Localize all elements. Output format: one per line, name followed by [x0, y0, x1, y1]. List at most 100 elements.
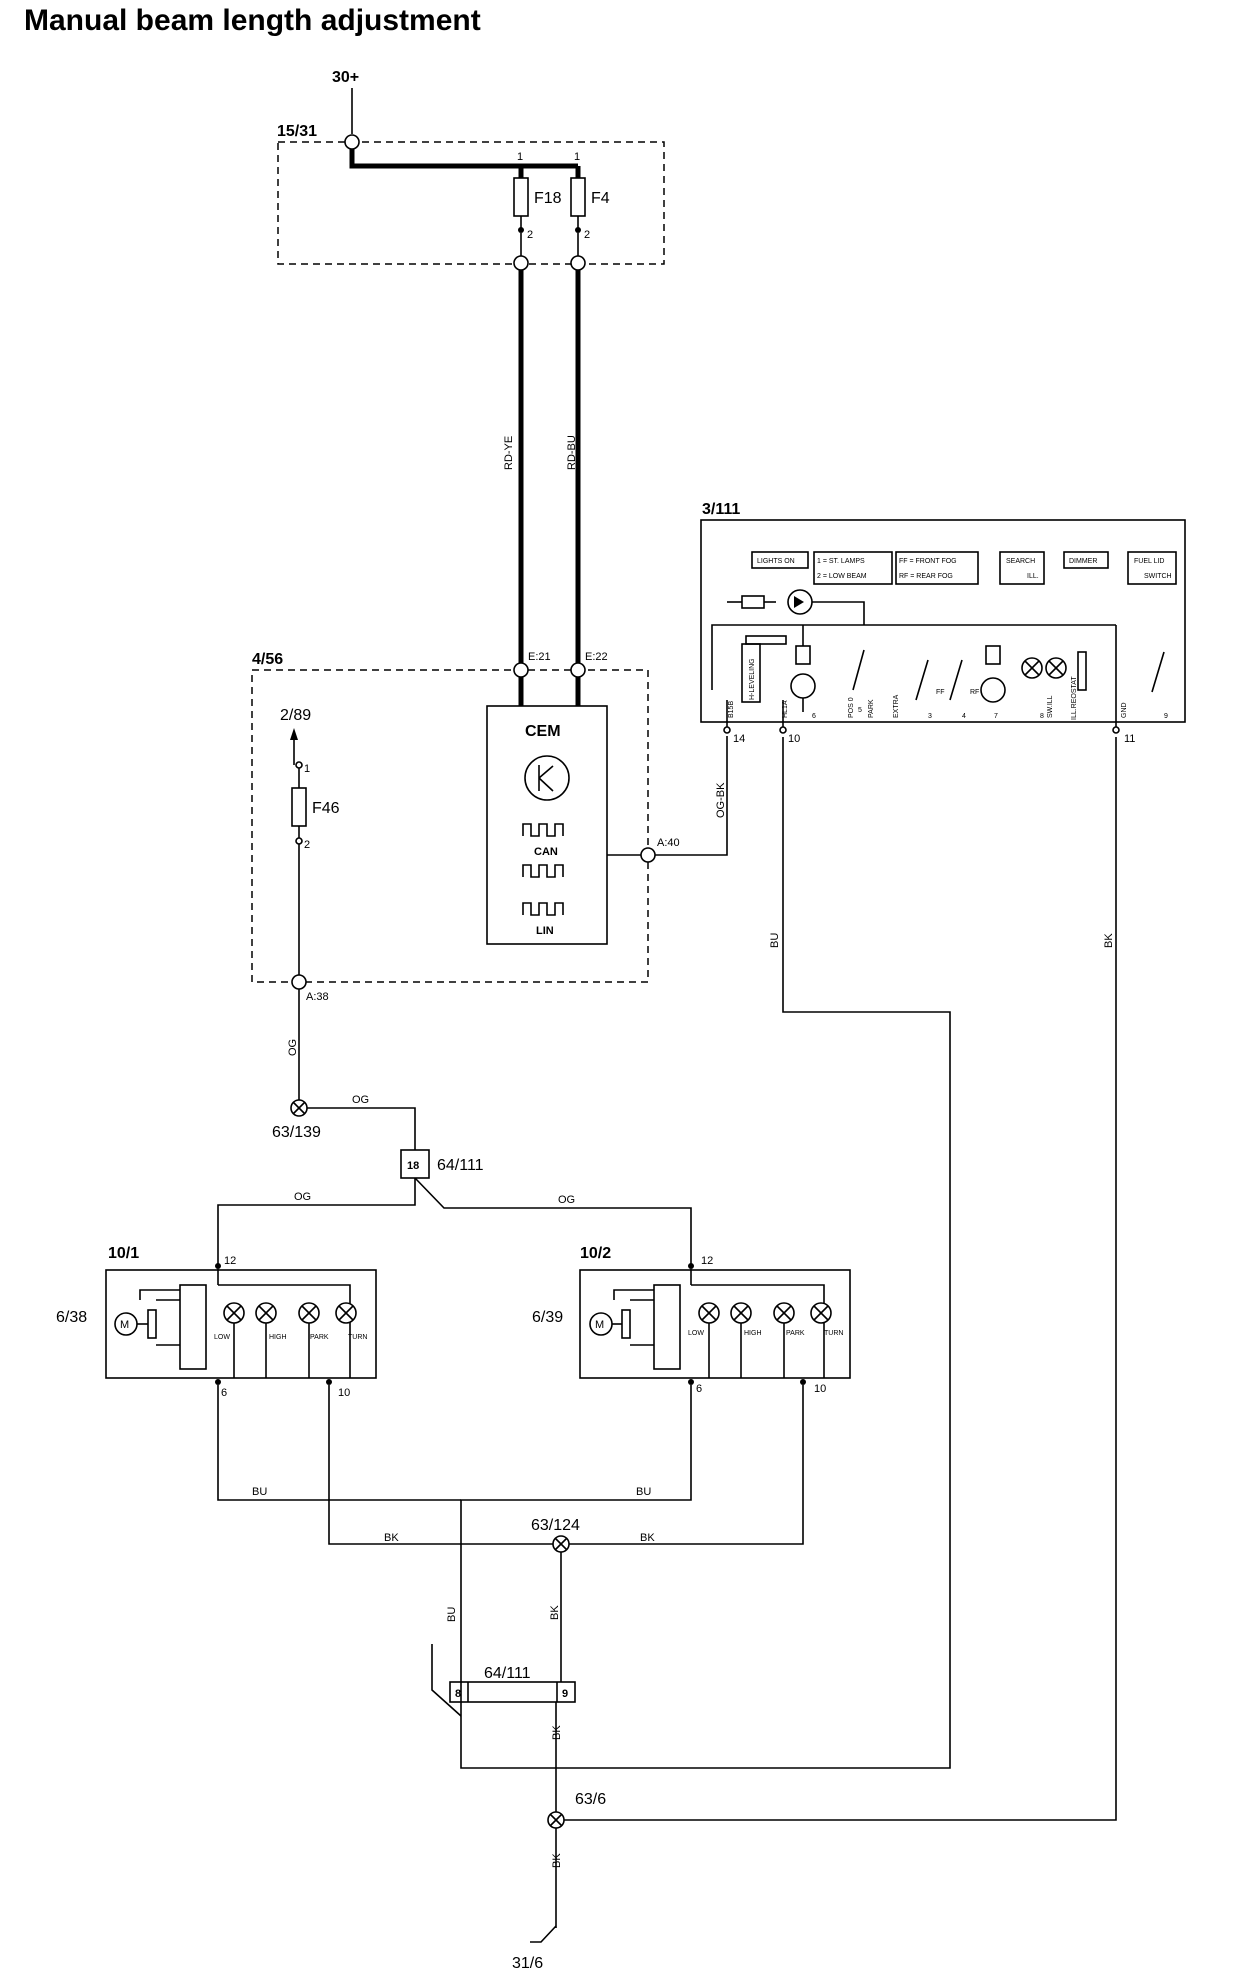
- inner-pos0: POS 0: [848, 697, 855, 718]
- switch-h-level-module: [741, 643, 761, 703]
- btn-fuel-line2: SWITCH: [1144, 573, 1172, 580]
- light-switch-id: 3/111: [702, 501, 740, 518]
- switch-pin-10: 10: [788, 733, 800, 745]
- wire-label-bk-3: BK: [549, 1605, 561, 1620]
- hl-left-pin-10-dot: [326, 1379, 332, 1385]
- fuse-f18: [513, 177, 529, 217]
- fuse-f4-label: F4: [591, 190, 610, 207]
- btn-lamps[interactable]: [813, 551, 893, 585]
- small-pin-4: 4: [962, 713, 966, 720]
- hl-left-lamps: [223, 1302, 357, 1378]
- motor-left-label: 6/38: [56, 1309, 87, 1326]
- wire-label-og-1: OG: [287, 1039, 299, 1056]
- connector-pin-9: 9: [562, 1688, 568, 1700]
- hl-left-resistor: [147, 1309, 157, 1339]
- btn-dimmer-label: DIMMER: [1069, 558, 1097, 565]
- lamp-turn-x2: [338, 1305, 354, 1321]
- inner-h-leveling: H-LEVELING: [749, 658, 756, 700]
- switch-reostat: [1077, 651, 1087, 691]
- hl-right-pin-6-dot: [688, 1379, 694, 1385]
- btn-search-ill[interactable]: [999, 551, 1045, 585]
- fuse-f4: [570, 177, 586, 217]
- btn-dimmer[interactable]: [1063, 551, 1109, 569]
- hl-left-pin-6-dot: [215, 1379, 221, 1385]
- hl-left-pin-10: 10: [338, 1387, 350, 1399]
- wire-bu-to-connector: [431, 1644, 462, 1717]
- lin-pulse: [522, 902, 564, 916]
- f4-connector: [570, 255, 586, 271]
- can-pulse-top: [522, 823, 564, 837]
- btn-fuel-line1: FUEL LID: [1134, 558, 1164, 565]
- switch-pin-10-dot: [779, 726, 787, 734]
- btn-lamps-line2: 2 = LOW BEAM: [817, 573, 867, 580]
- switch-resistor-top: [741, 595, 765, 609]
- wire-label-bu-1: BU: [252, 1486, 267, 1498]
- wire-bu-left: [217, 1385, 461, 1501]
- inner-extra: EXTRA: [893, 694, 900, 718]
- bus-bar: [349, 149, 578, 169]
- lamp-high-x2: [733, 1305, 749, 1321]
- f18-pin-in: 1: [517, 151, 523, 163]
- btn-fog-line2: RF = REAR FOG: [899, 573, 953, 580]
- wire-og-right: [414, 1177, 692, 1264]
- splice-63-139-label: 63/139: [272, 1124, 321, 1141]
- wire-label-og-bk: OG-BK: [715, 782, 727, 818]
- inner-ill-reostat: ILL.REOSTAT: [1071, 676, 1078, 720]
- inner-park: PARK: [868, 699, 875, 718]
- switch-diode-2: [985, 645, 1001, 665]
- btn-lights-on[interactable]: [751, 551, 809, 569]
- contact-ff: [949, 659, 963, 701]
- switch-led-link: [812, 601, 865, 625]
- transistor-emitter: [538, 777, 554, 792]
- connector-pin-18-label: 18: [407, 1160, 419, 1172]
- light-switch-box: [700, 519, 1186, 723]
- wire-label-bk-6: BK: [551, 1853, 563, 1868]
- wire-label-bu-4: BU: [769, 933, 781, 948]
- small-pin-9: 9: [1164, 713, 1168, 720]
- can-pulse-bottom: [522, 864, 564, 878]
- hl-right-pin-6: 6: [696, 1383, 702, 1395]
- connector-top-id: 64/111: [437, 1157, 484, 1174]
- wire-label-bu-3: BU: [446, 1607, 458, 1622]
- diagram-title: Manual beam length adjustment: [24, 4, 481, 37]
- cem-box-id: 4/56: [252, 651, 283, 668]
- lamp-low-x2: [701, 1305, 717, 1321]
- btn-lamps-line1: 1 = ST. LAMPS: [817, 558, 865, 565]
- btn-fog[interactable]: [895, 551, 979, 585]
- headlamp-left-id: 10/1: [108, 1245, 139, 1262]
- can-label: CAN: [534, 846, 558, 858]
- switch-diode-1: [795, 645, 811, 665]
- contact-fuel: [1151, 651, 1165, 693]
- btn-search-line2: ILL.: [1027, 573, 1039, 580]
- wire-label-bk-4: BK: [551, 1725, 563, 1740]
- wire-bu-return: [460, 737, 951, 1769]
- transistor-icon: [524, 755, 570, 801]
- cem-label: CEM: [525, 723, 561, 740]
- wire-bk-left: [328, 1385, 553, 1545]
- headlamp-right-box: [579, 1269, 851, 1379]
- wire-og-left: [217, 1178, 416, 1264]
- wire-label-bk-5: BK: [1103, 933, 1115, 948]
- hl-right-controller: [653, 1284, 681, 1370]
- hl-right-pin-12: 12: [701, 1255, 713, 1267]
- wire-label-og-4: OG: [558, 1194, 575, 1206]
- hl-left-low: LOW: [214, 1334, 230, 1341]
- wire-og-bk: [655, 736, 728, 856]
- transistor-collector: [538, 765, 554, 779]
- f4-pin-dot: [575, 227, 581, 233]
- lamp-sw-ill-2-x2: [1048, 660, 1064, 676]
- f46-pin-in-dot: [295, 761, 303, 769]
- pin-a38: A:38: [306, 991, 329, 1003]
- hl-left-pin-6: 6: [221, 1387, 227, 1399]
- wire-bk-switch-ground: [564, 737, 1117, 1821]
- f4-pin-in: 1: [574, 151, 580, 163]
- wire-label-rd-bu: RD-BU: [566, 435, 578, 470]
- small-pin-8: 8: [1040, 713, 1044, 720]
- feed-ref-label: 2/89: [280, 707, 311, 724]
- btn-fuel-lid[interactable]: [1127, 551, 1177, 585]
- pin-e21: E:21: [528, 651, 551, 663]
- hl-right-low: LOW: [688, 1330, 704, 1337]
- inner-hl1a: HL1A: [782, 700, 789, 718]
- small-pin-5: 5: [858, 707, 862, 714]
